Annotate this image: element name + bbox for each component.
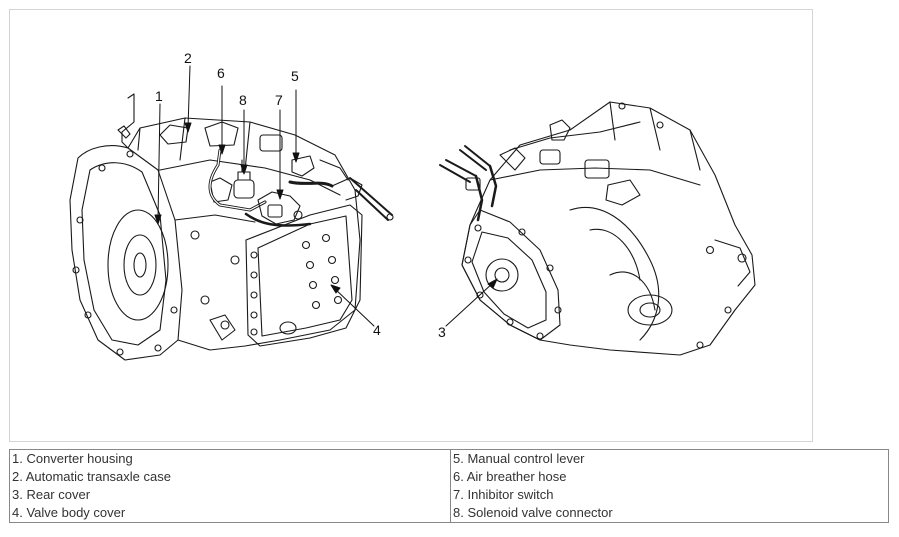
legend-row: 3. Rear cover 7. Inhibitor switch bbox=[9, 486, 889, 504]
legend-item: 4. Valve body cover bbox=[9, 504, 451, 523]
right-transaxle-drawing bbox=[439, 101, 756, 356]
legend-item: 1. Converter housing bbox=[9, 449, 451, 468]
callout-1: 1 bbox=[155, 88, 163, 104]
legend-item: 7. Inhibitor switch bbox=[450, 486, 889, 504]
legend-row: 2. Automatic transaxle case 6. Air breat… bbox=[9, 468, 889, 486]
callout-3: 3 bbox=[438, 324, 446, 340]
transaxle-illustration: 1 2 3 4 5 6 7 8 bbox=[69, 50, 756, 361]
legend-item: 3. Rear cover bbox=[9, 486, 451, 504]
callout-8: 8 bbox=[239, 92, 247, 108]
legend-item: 8. Solenoid valve connector bbox=[450, 504, 889, 523]
legend-row: 1. Converter housing 5. Manual control l… bbox=[9, 449, 889, 468]
callout-6: 6 bbox=[217, 65, 225, 81]
callout-7: 7 bbox=[275, 92, 283, 108]
left-transaxle-drawing bbox=[69, 93, 394, 361]
legend-item: 6. Air breather hose bbox=[450, 468, 889, 486]
callout-5: 5 bbox=[291, 68, 299, 84]
legend-row: 4. Valve body cover 8. Solenoid valve co… bbox=[9, 504, 889, 523]
legend-table: 1. Converter housing 5. Manual control l… bbox=[9, 449, 889, 523]
legend-item: 2. Automatic transaxle case bbox=[9, 468, 451, 486]
callout-4: 4 bbox=[373, 322, 381, 338]
callout-leaders bbox=[154, 65, 498, 327]
legend-item: 5. Manual control lever bbox=[450, 449, 889, 468]
callout-2: 2 bbox=[184, 50, 192, 66]
figure-frame: 1 2 3 4 5 6 7 8 bbox=[9, 9, 813, 442]
